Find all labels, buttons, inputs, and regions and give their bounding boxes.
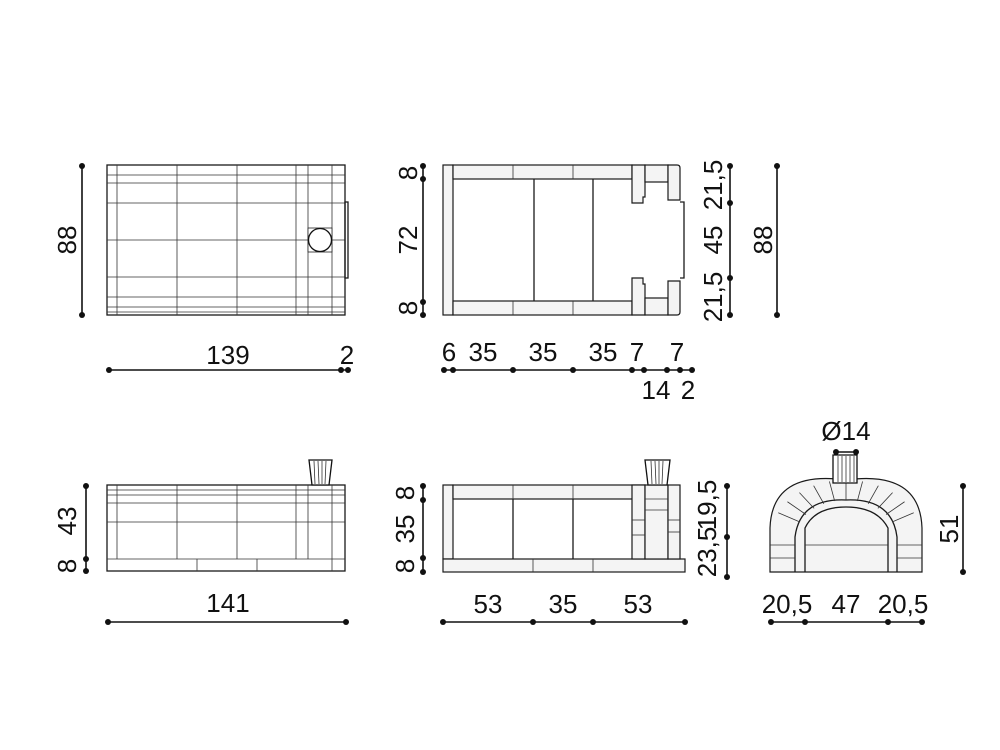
dimension-dot: [664, 367, 670, 373]
arch-brick-joint: [867, 485, 879, 505]
dimension-dot: [441, 367, 447, 373]
dim-left-1: 72: [393, 226, 423, 255]
dim-bottom-2: 35: [529, 337, 558, 367]
flue-circle: [307, 227, 333, 253]
dim-bottom-4: 7: [630, 337, 644, 367]
arch-brick-joint: [856, 481, 863, 502]
dim-bottom-1: 35: [469, 337, 498, 367]
dimension-dot: [510, 367, 516, 373]
side-section: 8 35 8 19,5 23,5 53 35 53: [390, 459, 730, 625]
dim-bottom-5: 7: [670, 337, 684, 367]
dimension-dot: [629, 367, 635, 373]
dimension-dot: [689, 367, 695, 373]
dim-total-depth: 88: [748, 226, 778, 255]
dim-bottom-0: 6: [442, 337, 456, 367]
dim-length: 141: [206, 588, 249, 618]
dim-bottom-2: 20,5: [878, 589, 929, 619]
arch-brick-joint: [829, 481, 836, 502]
dim-bottom-3: 35: [589, 337, 618, 367]
dim-length: 139: [206, 340, 249, 370]
plan-section: 8 72 8 21,5 45 21,5 88 6 35 35 35 7 7 14…: [393, 160, 780, 405]
dimension-dot: [570, 367, 576, 373]
dim-lower-0: 14: [642, 375, 671, 405]
dim-height: 88: [52, 226, 82, 255]
dim-flue-diameter: Ø14: [821, 416, 870, 446]
arch-brick-joint: [778, 512, 800, 523]
dimension-dot: [641, 367, 647, 373]
chimney: [308, 459, 333, 486]
dim-height: 51: [934, 515, 964, 544]
arch-brick-joint: [787, 501, 807, 515]
dim-height-base: 8: [52, 559, 82, 573]
dim-height-upper: 43: [52, 507, 82, 536]
dimension-dot: [450, 367, 456, 373]
dimension-dot: [677, 367, 683, 373]
dim-left-2: 8: [393, 301, 423, 315]
dim-bottom-0: 20,5: [762, 589, 813, 619]
dim-bottom-1: 35: [549, 589, 578, 619]
dim-left-2: 8: [390, 559, 420, 573]
dim-bottom-0: 53: [474, 589, 503, 619]
dim-right-1: 45: [698, 226, 728, 255]
arch-view: Ø14 51 20,5 47 20,5: [762, 416, 966, 625]
dim-bottom-2: 53: [624, 589, 653, 619]
dim-right-2: 21,5: [698, 272, 728, 323]
arch-brick-joint: [799, 492, 815, 509]
top-view: 88 139 2: [52, 163, 354, 373]
arch-brick-joint: [885, 501, 905, 515]
dim-right-1: 23,5: [692, 527, 722, 578]
dim-side-plate: 2: [340, 340, 354, 370]
dim-left-1: 35: [390, 515, 420, 544]
dim-right-0: 19,5: [692, 480, 722, 531]
dim-left-0: 8: [390, 486, 420, 500]
dim-bottom-1: 47: [832, 589, 861, 619]
front-view: 43 8 141: [52, 459, 349, 625]
dim-right-0: 21,5: [698, 160, 728, 211]
arch-brick-joint: [877, 492, 893, 509]
arch-brick-joint: [892, 512, 914, 523]
dim-lower-1: 2: [681, 375, 695, 405]
arch-brick-joint: [813, 485, 825, 505]
dim-left-0: 8: [393, 166, 423, 180]
